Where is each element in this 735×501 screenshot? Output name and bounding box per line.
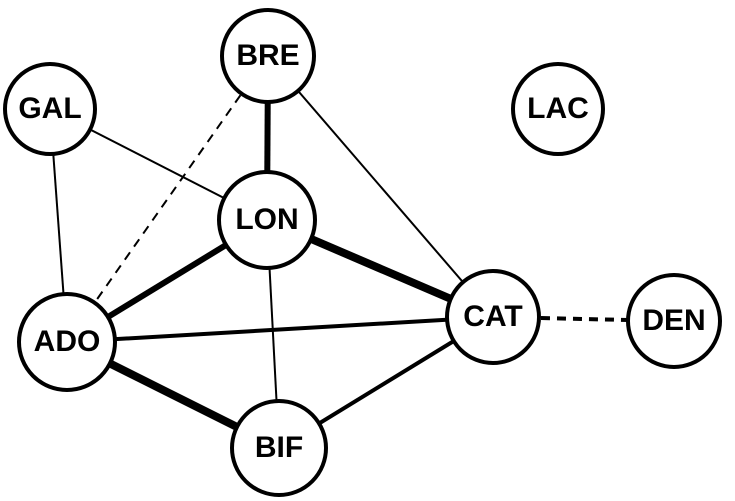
node-bre: BRE bbox=[220, 8, 316, 104]
node-circle bbox=[17, 292, 117, 392]
node-label: BIF bbox=[255, 431, 303, 464]
node-lac: LAC bbox=[511, 62, 605, 156]
node-den: DEN bbox=[626, 273, 722, 369]
node-lon: LON bbox=[217, 170, 317, 270]
node-label: DEN bbox=[642, 304, 705, 337]
node-label: BRE bbox=[236, 39, 299, 72]
edge-ado-cat bbox=[66, 315, 494, 344]
node-circle bbox=[511, 62, 605, 156]
node-label: ADO bbox=[34, 325, 101, 358]
node-circle bbox=[220, 8, 316, 104]
node-cat: CAT bbox=[445, 269, 541, 365]
node-circle bbox=[445, 269, 541, 365]
node-ado: ADO bbox=[17, 292, 117, 392]
node-gal: GAL bbox=[3, 62, 97, 156]
node-circle bbox=[217, 170, 317, 270]
node-circle bbox=[626, 273, 722, 369]
node-circle bbox=[230, 399, 328, 497]
node-label: CAT bbox=[463, 300, 522, 333]
node-label: LON bbox=[235, 203, 298, 236]
node-label: LAC bbox=[527, 92, 589, 125]
nodes-layer: BRE GAL LAC LON ADO CAT DEN BIF bbox=[3, 8, 722, 497]
edge-bre-cat bbox=[267, 55, 494, 318]
node-label: GAL bbox=[18, 92, 81, 125]
node-bif: BIF bbox=[230, 399, 328, 497]
node-circle bbox=[3, 62, 97, 156]
edge-bre-ado bbox=[66, 55, 269, 343]
